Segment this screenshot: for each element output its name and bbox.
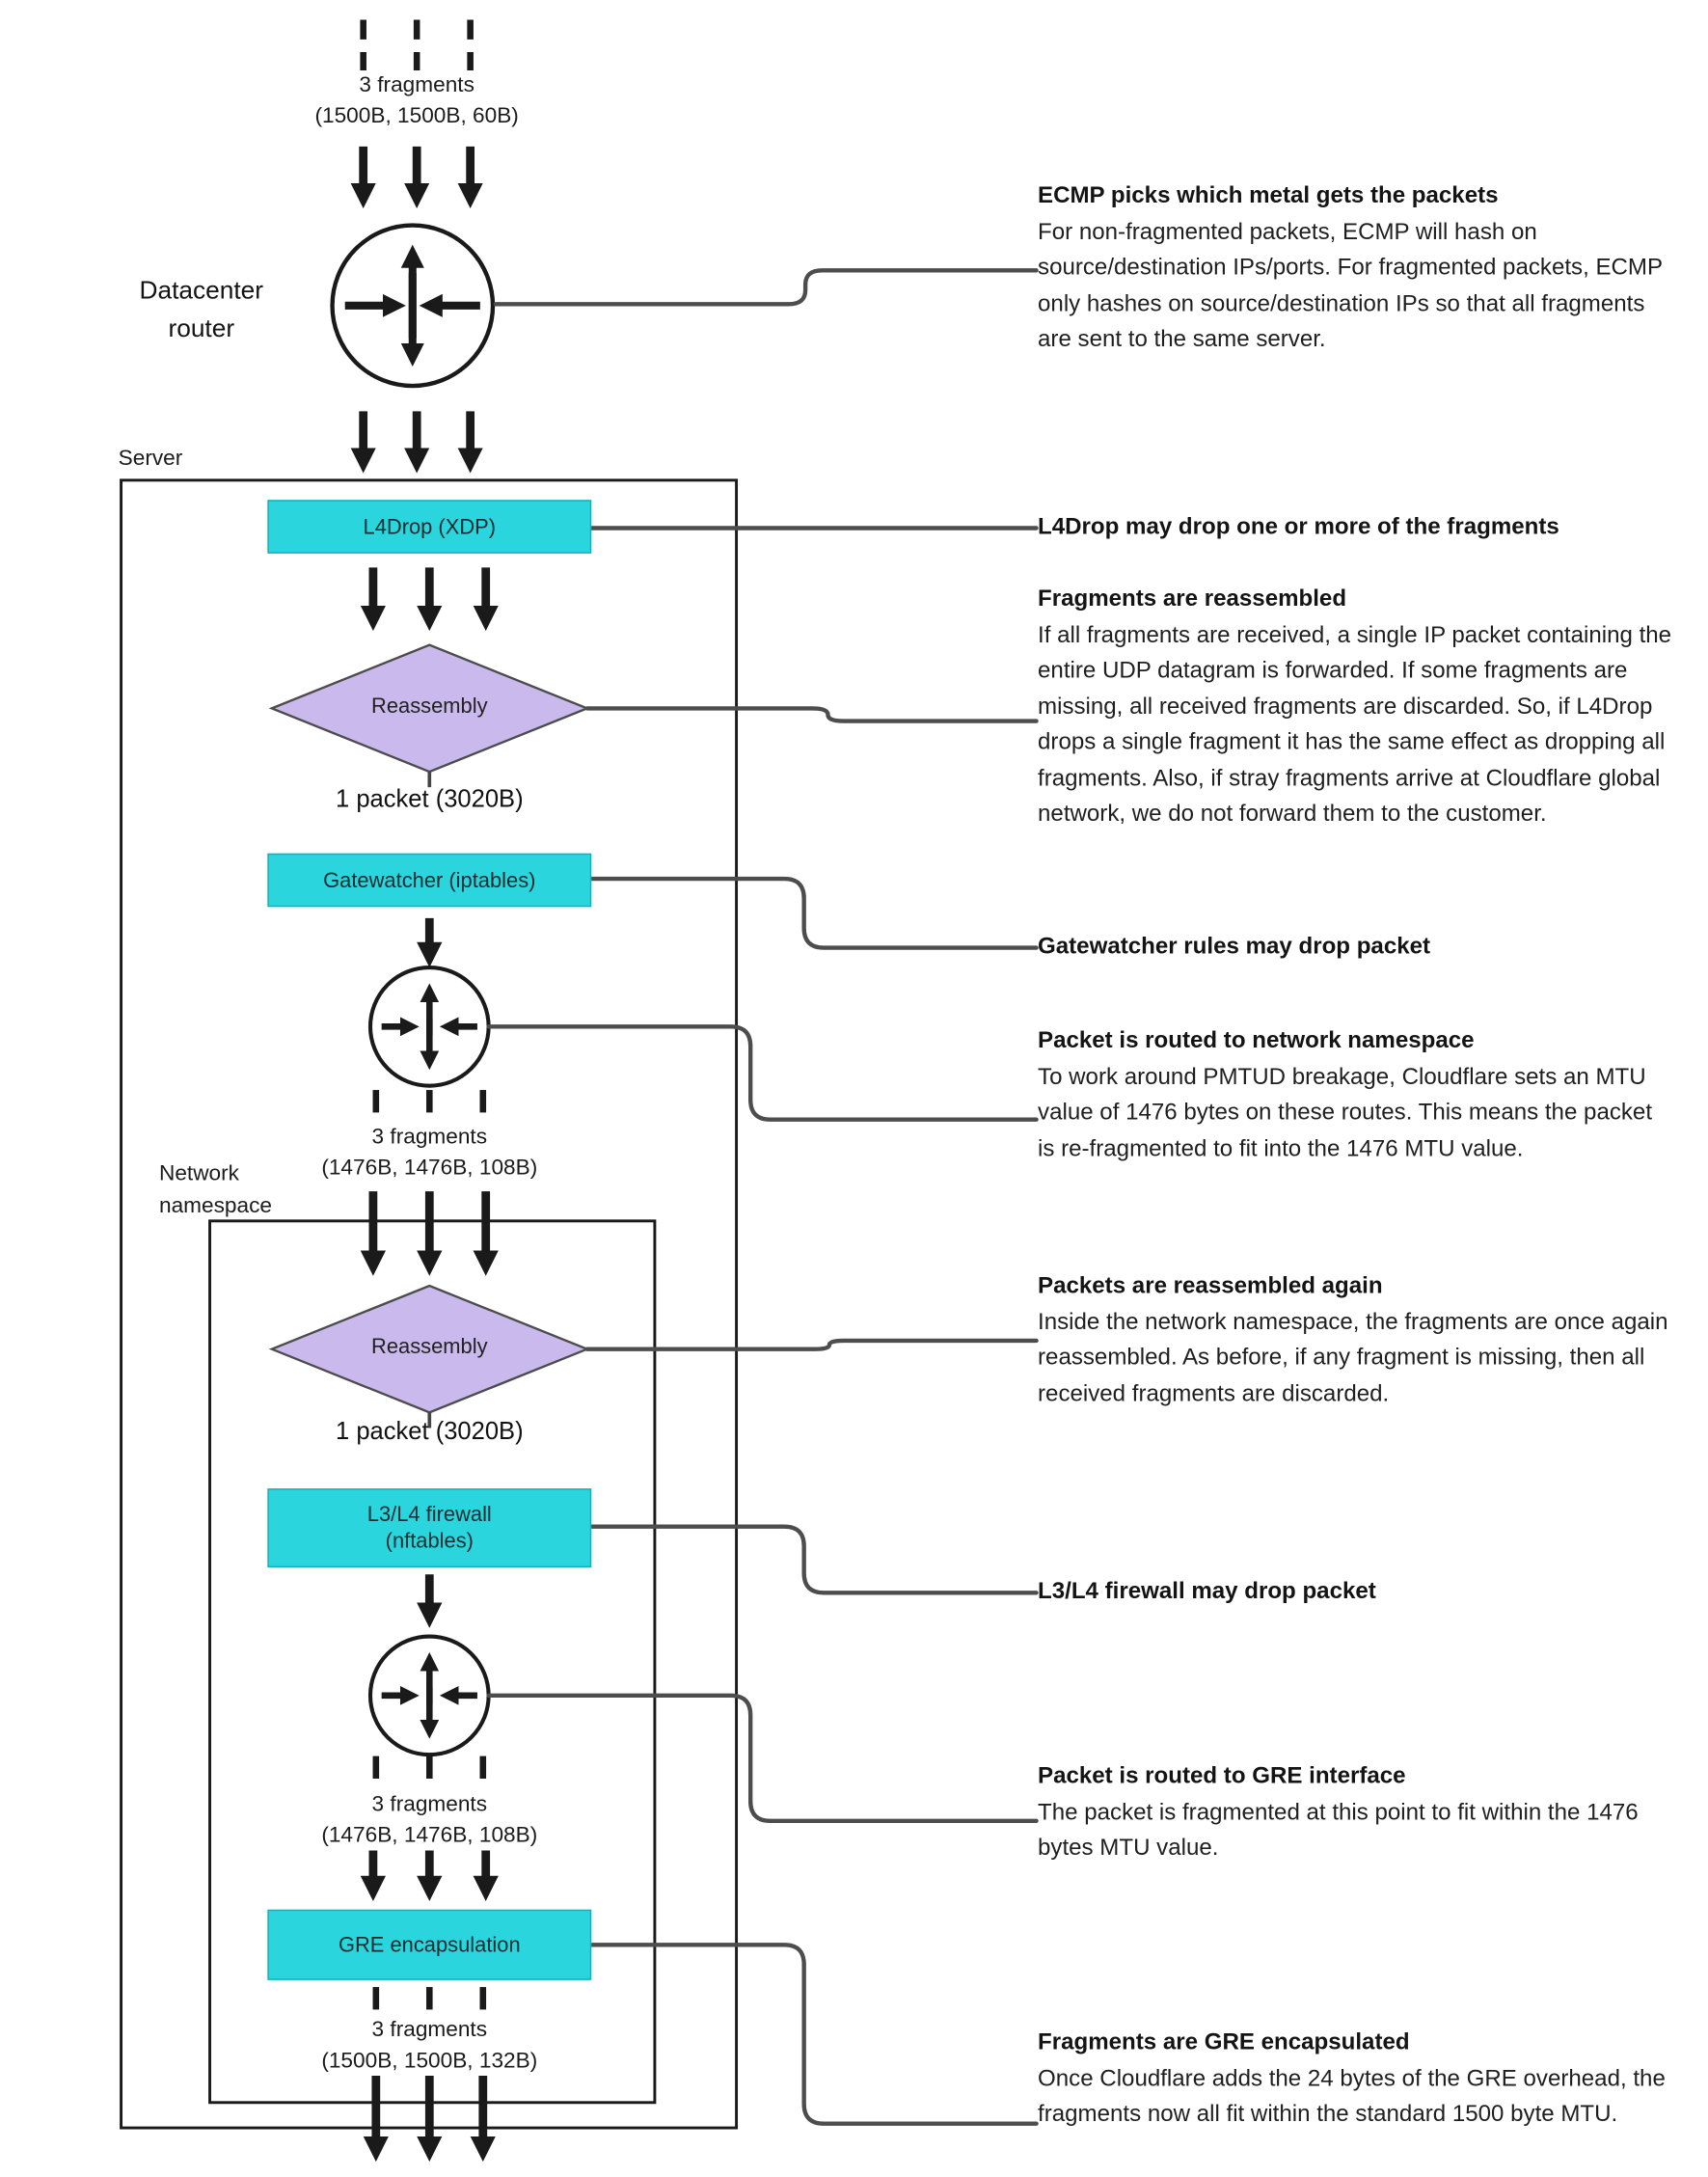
down-arrows-to-server — [350, 411, 483, 474]
reassembly-label-1: Reassembly — [371, 694, 488, 719]
fragment-count-label: 3 fragments — [371, 2018, 488, 2042]
fragment-marks-3 — [372, 1755, 487, 1779]
router-icon-3 — [367, 1634, 491, 1757]
gre-label: GRE encapsulation — [338, 1932, 521, 1957]
annotation-route-namespace: Packet is routed to network namespace To… — [1038, 1023, 1674, 1167]
reassembly-label-2: Reassembly — [371, 1335, 488, 1359]
annotation-title: Fragments are GRE encapsulated — [1038, 2028, 1410, 2055]
connector-ecmp — [493, 268, 1039, 307]
down-arrows-to-gre — [360, 1850, 499, 1902]
connector-gatewatcher — [589, 876, 1039, 950]
annotation-reassembled: Fragments are reassembled If all fragmen… — [1038, 582, 1674, 833]
server-label: Server — [118, 446, 183, 471]
fragment-group-top: 3 fragments (1500B, 1500B, 60B) — [262, 70, 572, 132]
gre-encapsulation-node: GRE encapsulation — [267, 1909, 592, 1980]
fragment-sizes-label: (1500B, 1500B, 60B) — [314, 104, 519, 128]
annotation-title: L4Drop may drop one or more of the fragm… — [1038, 513, 1559, 540]
connector-firewall — [589, 1524, 1039, 1595]
connector-reassembly-1 — [584, 706, 1039, 723]
fragment-sizes-label: (1500B, 1500B, 132B) — [321, 2049, 538, 2074]
annotation-body: Inside the network namespace, the fragme… — [1038, 1309, 1668, 1406]
annotation-l4drop: L4Drop may drop one or more of the fragm… — [1038, 510, 1674, 546]
firewall-label-line2: (nftables) — [385, 1529, 474, 1554]
annotation-title: ECMP picks which metal gets the packets — [1038, 182, 1499, 209]
fragment-count-label: 3 fragments — [359, 72, 474, 97]
router-icon-2 — [367, 965, 491, 1088]
connector-route-namespace — [486, 1024, 1039, 1122]
annotation-body: Once Cloudflare adds the 24 bytes of the… — [1038, 2065, 1666, 2127]
annotation-gatewatcher: Gatewatcher rules may drop packet — [1038, 930, 1674, 966]
fragment-sizes-label: (1476B, 1476B, 108B) — [321, 1823, 538, 1848]
annotation-title: Packet is routed to GRE interface — [1038, 1762, 1406, 1789]
annotation-title: Fragments are reassembled — [1038, 585, 1347, 612]
down-arrows-exit — [363, 2076, 496, 2163]
annotation-body: To work around PMTUD breakage, Cloudflar… — [1038, 1064, 1653, 1161]
datacenter-router-label: Datacenter router — [139, 276, 264, 342]
annotation-gre-encapsulated: Fragments are GRE encapsulated Once Clou… — [1038, 2025, 1674, 2133]
fragment-count-label: 3 fragments — [371, 1125, 488, 1150]
fragment-group-4: 3 fragments (1500B, 1500B, 132B) — [275, 2015, 584, 2077]
annotation-ecmp: ECMP picks which metal gets the packets … — [1038, 178, 1674, 358]
fragment-marks-top — [360, 19, 474, 71]
down-arrows-to-reassembly-1 — [360, 567, 499, 632]
fragment-sizes-label: (1476B, 1476B, 108B) — [321, 1156, 538, 1181]
annotation-body: For non-fragmented packets, ECMP will ha… — [1038, 219, 1663, 352]
fragment-group-3: 3 fragments (1476B, 1476B, 108B) — [275, 1790, 584, 1852]
annotation-body: If all fragments are received, a single … — [1038, 621, 1672, 828]
l4drop-node: L4Drop (XDP) — [267, 500, 592, 554]
annotation-title: Packet is routed to network namespace — [1038, 1027, 1475, 1054]
fragment-group-2: 3 fragments (1476B, 1476B, 108B) — [275, 1123, 584, 1184]
packet-size-label-1: 1 packet (3020B) — [336, 784, 524, 813]
gatewatcher-label: Gatewatcher (iptables) — [323, 868, 536, 892]
connector-reassembly-2 — [584, 1338, 1039, 1351]
packet-size-label-2: 1 packet (3020B) — [336, 1416, 524, 1445]
annotation-firewall: L3/L4 firewall may drop packet — [1038, 1574, 1674, 1610]
annotation-title: L3/L4 firewall may drop packet — [1038, 1578, 1376, 1604]
annotation-title: Packets are reassembled again — [1038, 1272, 1383, 1299]
annotation-title: Gatewatcher rules may drop packet — [1038, 933, 1431, 960]
firewall-label-line1: L3/L4 firewall — [366, 1502, 492, 1527]
connector-route-gre — [486, 1693, 1039, 1823]
gatewatcher-node: Gatewatcher (iptables) — [267, 853, 592, 908]
down-arrows-to-router — [350, 146, 483, 209]
annotation-route-gre: Packet is routed to GRE interface The pa… — [1038, 1759, 1674, 1867]
fragment-marks-2 — [372, 1090, 487, 1113]
l3l4-firewall-node: L3/L4 firewall (nftables) — [267, 1488, 592, 1567]
annotation-body: The packet is fragmented at this point t… — [1038, 1799, 1639, 1861]
fragment-count-label: 3 fragments — [371, 1792, 488, 1817]
network-namespace-label: Network namespace — [158, 1161, 272, 1218]
connector-gre-encapsulated — [589, 1943, 1039, 2126]
l4drop-label: L4Drop (XDP) — [363, 514, 497, 539]
datacenter-router-icon — [330, 223, 496, 389]
fragment-marks-4 — [372, 1987, 487, 2010]
annotation-reassembled-again: Packets are reassembled again Inside the… — [1038, 1268, 1674, 1412]
down-arrows-to-reassembly-2 — [360, 1191, 499, 1276]
